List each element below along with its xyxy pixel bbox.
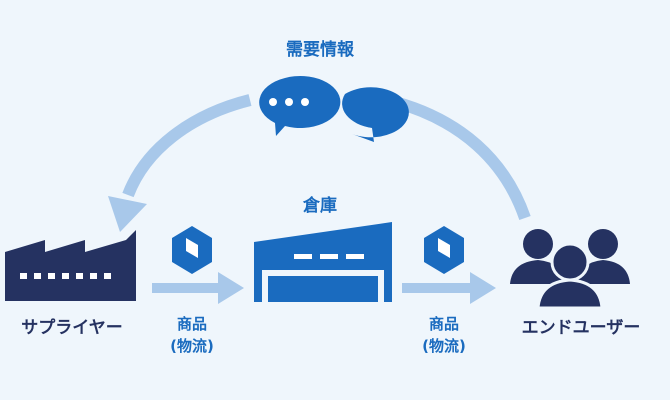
package-box-icon-left	[172, 226, 212, 274]
warehouse-icon	[254, 222, 392, 302]
users-group-icon	[510, 229, 630, 310]
end-user-label: エンドユーザー	[521, 318, 641, 338]
goods-label-right: 商品	[428, 315, 459, 333]
feedback-arc-right	[393, 96, 531, 220]
flow-arrow-left	[152, 272, 244, 304]
flow-arrow-right	[402, 272, 496, 304]
chat-bubbles-icon	[259, 76, 409, 142]
factory-icon	[5, 230, 136, 301]
goods-label-left: 商品	[176, 315, 207, 333]
logistics-label-left: (物流)	[170, 337, 214, 355]
logistics-label-right: (物流)	[422, 337, 466, 355]
feedback-arrow-head	[108, 196, 147, 232]
warehouse-label: 倉庫	[303, 196, 337, 216]
package-box-icon-right	[424, 226, 464, 274]
supplier-label: サプライヤー	[21, 318, 123, 338]
demand-info-label: 需要情報	[286, 40, 354, 60]
feedback-arc-left	[122, 94, 252, 198]
